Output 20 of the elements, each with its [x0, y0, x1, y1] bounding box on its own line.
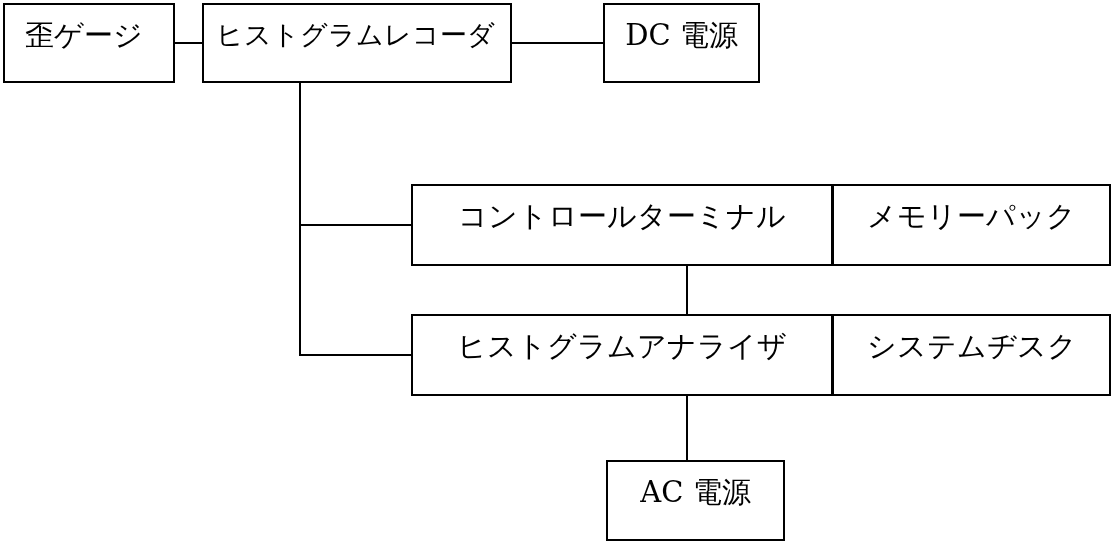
- box-label: DC 電源: [625, 21, 738, 50]
- box-label: メモリーパック: [867, 202, 1076, 231]
- connector-line: [686, 265, 688, 315]
- box-label: 歪ゲージ: [25, 21, 143, 50]
- component-box: [603, 3, 760, 83]
- box-label: AC 電源: [640, 478, 751, 507]
- box-label: システムヂスク: [866, 332, 1077, 361]
- connector-line: [174, 42, 203, 44]
- component-box: [411, 314, 833, 396]
- component-box: [832, 314, 1111, 396]
- box-label: コントロールターミナル: [458, 202, 786, 231]
- component-box: [411, 184, 833, 266]
- component-box: [832, 184, 1111, 266]
- box-label: ヒストグラムアナライザ: [457, 332, 787, 361]
- component-box: [3, 3, 175, 83]
- box-label: ヒストグラムレコーダ: [216, 21, 495, 48]
- connector-line: [686, 395, 688, 461]
- component-box: [202, 3, 512, 83]
- component-box: [606, 460, 785, 541]
- connector-line: [511, 42, 604, 44]
